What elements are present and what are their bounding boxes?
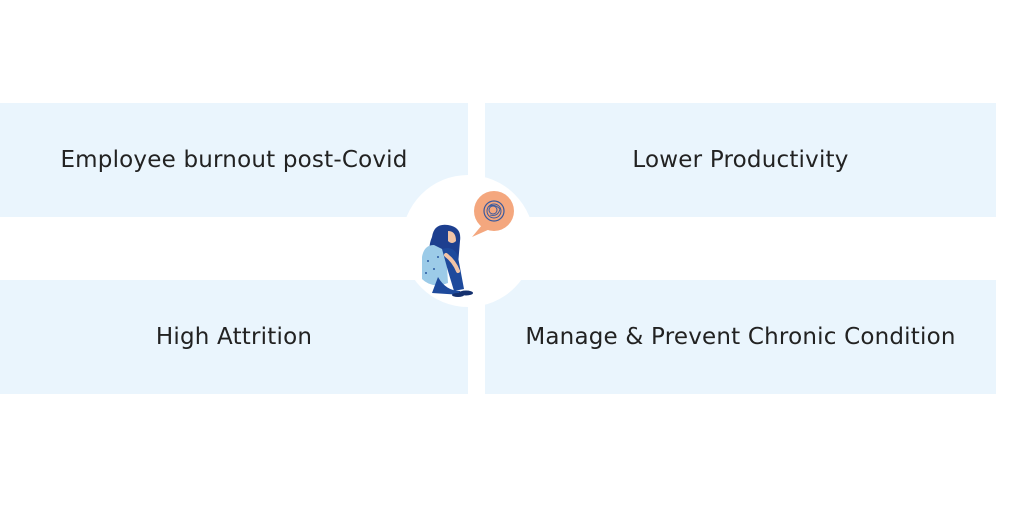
quadrant-label: Manage & Prevent Chronic Condition: [525, 324, 956, 350]
quadrant-label: Lower Productivity: [632, 147, 849, 173]
quadrant-label: Employee burnout post-Covid: [60, 147, 408, 173]
quadrant-chronic-condition: Manage & Prevent Chronic Condition: [485, 280, 996, 394]
stressed-person-icon: [422, 191, 514, 297]
quadrant-label: High Attrition: [155, 324, 313, 350]
sitting-person-icon: [422, 224, 473, 297]
quadrant-high-attrition: High Attrition: [0, 280, 468, 394]
quadrant-lower-productivity: Lower Productivity: [485, 103, 996, 217]
center-circle: [402, 175, 534, 307]
quadrant-employee-burnout: Employee burnout post-Covid: [0, 103, 468, 217]
thought-bubble-icon: [472, 191, 514, 237]
